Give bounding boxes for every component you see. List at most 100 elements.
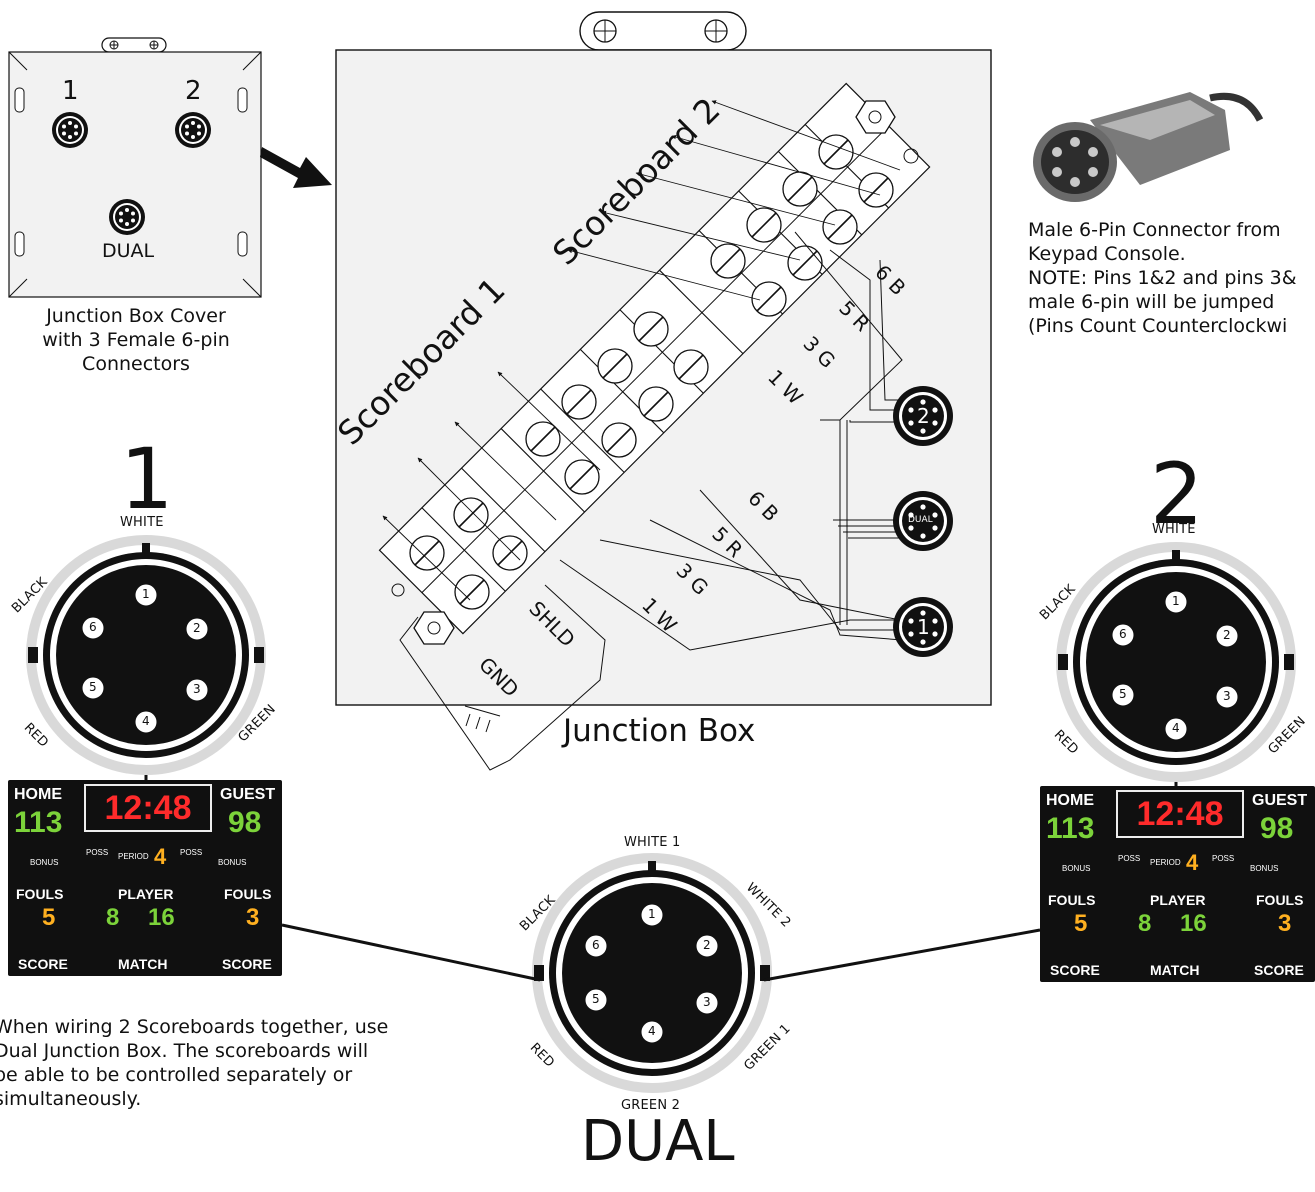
port-2-icon [893,386,953,446]
sb1-match: MATCH [118,956,168,972]
arrow-icon [260,147,332,188]
c1-pin-3-label: 3 [193,682,201,696]
sb1-home: HOME [14,786,62,803]
sb2-clock: 12:48 [1116,790,1244,838]
sb1-period-value: 4 [154,844,167,869]
sb2-guest-score: 98 [1260,812,1294,845]
footer-note-line-4: simultaneously. [0,1088,142,1110]
c1-pin-4-label: 4 [142,714,150,728]
male-note-line-2: Keypad Console. [1028,243,1186,265]
sb1-score-right: SCORE [222,956,272,972]
cover-caption-line-3: Connectors [82,353,190,375]
cable-sb2-dual [763,928,1041,982]
cover-socket-1-icon [52,112,88,148]
dual-pin-3-label: 3 [703,995,711,1009]
cover-socket-dual-icon [109,199,145,235]
junction-box-title: Junction Box [563,713,756,749]
cover-connector-dual-label: DUAL [102,240,155,262]
cable-sb1-dual [281,923,541,982]
sb1-period: PERIOD [118,852,149,861]
port-1-label: 1 [917,615,930,639]
male-connector-photo [1033,92,1264,202]
sb2-score-right: SCORE [1254,962,1304,978]
c1-pin-2-label: 2 [193,621,201,635]
sb1-home-score: 113 [14,806,63,839]
connector-1-top-label: WHITE [120,515,164,530]
connector-2-number: 2 [1150,445,1204,543]
sb1-player: PLAYER [118,886,174,902]
sb1-guest-fouls: 3 [246,904,260,931]
sb1-clock: 12:48 [84,784,212,832]
sb1-poss-left: POSS [86,848,109,857]
dual-pin-4-label: 4 [648,1024,656,1038]
sb2-home-score: 113 [1046,812,1095,845]
dual-top-label: WHITE 1 [624,835,681,850]
c1-pin-6-label: 6 [89,620,97,634]
pin-3 [185,678,209,702]
port-2-label: 2 [917,404,930,428]
c2-pin-5-label: 5 [1119,687,1127,701]
sb1-fouls-right: FOULS [224,886,272,902]
sb2-guest: GUEST [1252,792,1308,809]
c2-pin-1-label: 1 [1172,594,1180,608]
sb1-player-value: 8 [106,904,120,931]
dual-title: DUAL [581,1109,735,1174]
sb1-fouls-left: FOULS [16,886,64,902]
footer-note-line-2: Dual Junction Box. The scoreboards will [0,1040,369,1062]
c2-pin-6-label: 6 [1119,627,1127,641]
male-note-line-1: Male 6-Pin Connector from [1028,219,1281,241]
port-dual-icon [893,491,953,551]
scoreboard-2: HOME GUEST 12:48 113 98 BONUS POSS PERIO… [1040,786,1315,982]
sb2-period: PERIOD [1150,858,1181,867]
male-connector-note: Male 6-Pin Connector from Keypad Console… [1028,218,1297,338]
dual-bottom-label: GREEN 2 [621,1098,681,1113]
c2-pin-3-label: 3 [1223,689,1231,703]
sb1-guest: GUEST [220,786,276,803]
cover-caption-line-1: Junction Box Cover [46,305,226,327]
dual-pin-2-label: 2 [703,938,711,952]
male-note-line-5: (Pins Count Counterclockwi [1028,315,1288,337]
sb1-match-value: 16 [148,904,175,931]
c2-pin-4-label: 4 [1172,721,1180,735]
connector-1-number: 1 [120,430,174,528]
junction-box [335,11,992,771]
pin-5 [81,676,105,700]
sb2-match-value: 16 [1180,910,1207,937]
sb2-guest-fouls: 3 [1278,910,1292,937]
cover-plate [8,51,262,298]
cover-socket-2-icon [175,112,211,148]
port-1-icon [893,597,953,657]
sb2-player: PLAYER [1150,892,1206,908]
cover-caption-line-2: with 3 Female 6-pin [42,329,230,351]
sb2-score-left: SCORE [1050,962,1100,978]
footer-note: When wiring 2 Scoreboards together, use … [0,1015,388,1111]
dual-pin-6-label: 6 [592,938,600,952]
pin-6 [81,616,105,640]
dual-pin-5-label: 5 [592,992,600,1006]
cover-caption: Junction Box Cover with 3 Female 6-pin C… [20,304,252,376]
dual-pin-1-label: 1 [648,907,656,921]
footer-note-line-1: When wiring 2 Scoreboards together, use [0,1016,389,1038]
connector-dual-face [532,853,772,1093]
sb1-bonus-left: BONUS [30,858,59,867]
connector-2-top-label: WHITE [1152,522,1196,537]
c1-pin-1-label: 1 [142,587,150,601]
sb2-bonus-left: BONUS [1062,864,1091,873]
sb2-home-fouls: 5 [1074,910,1088,937]
pin-1 [134,583,158,607]
c1-pin-5-label: 5 [89,680,97,694]
sb2-poss-right: POSS [1212,854,1235,863]
sb1-home-fouls: 5 [42,904,56,931]
c2-pin-2-label: 2 [1223,628,1231,642]
junction-box-cover [8,37,262,298]
sb2-match: MATCH [1150,962,1200,978]
sb2-player-value: 8 [1138,910,1152,937]
sb2-fouls-left: FOULS [1048,892,1096,908]
sb2-home: HOME [1046,792,1094,809]
pin-2 [185,617,209,641]
sb1-bonus-right: BONUS [218,858,247,867]
footer-note-line-3: be able to be controlled separately or [0,1064,353,1086]
sb1-poss-right: POSS [180,848,203,857]
cover-connector-2-label: 2 [185,76,202,106]
